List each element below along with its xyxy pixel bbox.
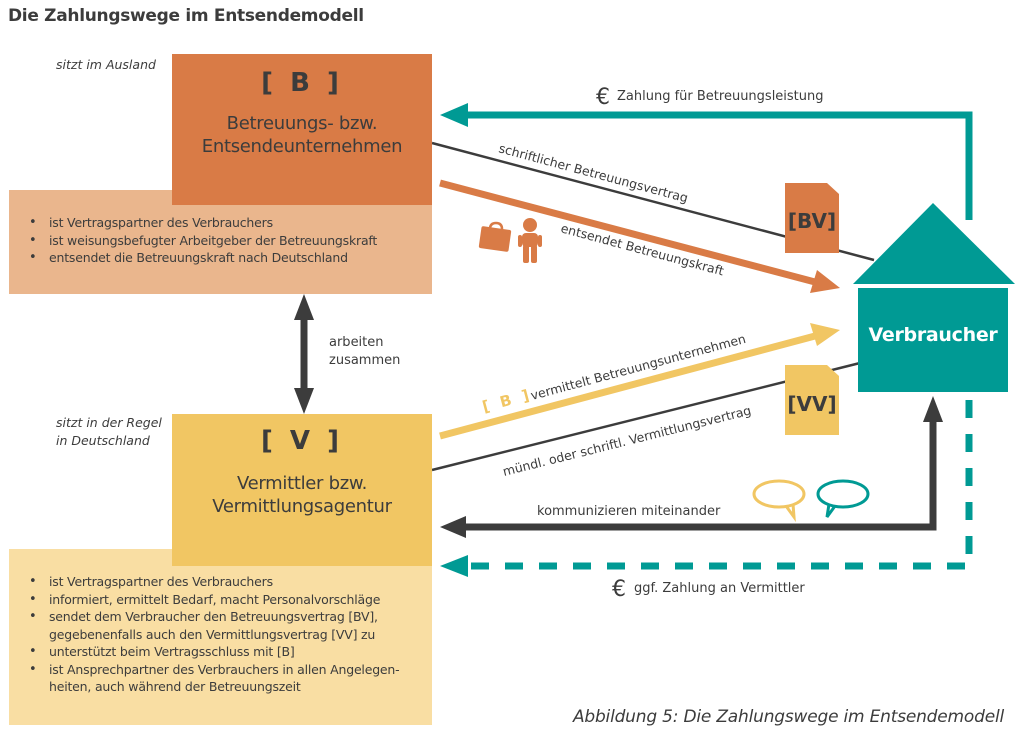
agency-bullets: ist Vertragspartner des Verbrauchers inf… xyxy=(9,573,432,696)
company-location-note: sitzt im Ausland xyxy=(56,57,156,72)
agency-bullet: ist Vertragspartner des Verbrauchers xyxy=(29,573,432,591)
agency-box: [ V ] Vermittler bzw. Vermittlungsagentu… xyxy=(172,414,432,566)
figure-caption: Abbildung 5: Die Zahlungswege im Entsend… xyxy=(572,707,1004,727)
agency-location-note: sitzt in der Regel in Deutschland xyxy=(56,414,162,450)
company-name-line2: Entsendeunternehmen xyxy=(201,136,403,157)
cooperate-label-line1: arbeiten xyxy=(329,335,384,350)
suitcase-icon xyxy=(478,221,512,252)
agency-note-line2: in Deutschland xyxy=(56,433,150,448)
company-tag: [ B ] xyxy=(261,68,343,98)
mediates-arrow xyxy=(439,323,840,440)
cooperate-double-arrow xyxy=(294,294,314,414)
payment-care-label: Zahlung für Betreuungsleistung xyxy=(617,89,824,104)
company-bullet: ist Vertragspartner des Verbrauchers xyxy=(29,214,432,232)
company-bullets: ist Vertragspartner des Verbrauchers ist… xyxy=(9,214,432,267)
communicate-label: kommunizieren miteinander xyxy=(537,504,721,519)
agency-bullet-continuation: gegebenenfalls auch den Vermittlungsvert… xyxy=(49,626,376,642)
agency-bullet: sendet dem Verbraucher den Betreuungsver… xyxy=(29,608,432,626)
agency-name-line1: Vermittler bzw. xyxy=(236,473,368,494)
agency-info-panel: ist Vertragspartner des Verbrauchers inf… xyxy=(9,549,432,725)
consumer-label: Verbraucher xyxy=(868,324,998,346)
company-bullet: ist weisungsbefugter Arbeitgeber der Bet… xyxy=(29,232,432,250)
euro-icon-2: € xyxy=(612,577,626,602)
agency-note-line1: sitzt in der Regel xyxy=(56,415,162,430)
speech-bubble-yellow-icon xyxy=(752,479,806,523)
agency-tag: [ V ] xyxy=(261,426,343,456)
bv-document-label: [BV] xyxy=(788,209,836,233)
payment-agent-label: ggf. Zahlung an Vermittler xyxy=(634,581,805,596)
mediates-label: vermittelt Betreuungsunternehmen xyxy=(529,331,747,403)
written-contract-label: schriftlicher Betreuungsvertrag xyxy=(497,140,690,205)
sends-worker-arrow xyxy=(439,179,840,293)
agency-bullet: ist Ansprechpartner des Verbrauchers in … xyxy=(29,661,432,679)
agency-bullet: informiert, ermittelt Bedarf, macht Pers… xyxy=(29,591,432,609)
vv-document-label: [VV] xyxy=(787,392,836,416)
payment-care-arrow xyxy=(440,103,973,220)
caregiver-icon xyxy=(518,218,542,263)
agency-bullet-continuation: heiten, auch während der Betreuungszeit xyxy=(49,679,301,694)
consumer-house-icon xyxy=(853,203,1015,392)
vv-document-icon xyxy=(785,365,839,435)
cooperate-label-line2: zusammen xyxy=(329,353,400,368)
company-info-panel: ist Vertragspartner des Verbrauchers ist… xyxy=(9,190,432,294)
page-title: Die Zahlungswege im Entsendemodell xyxy=(8,6,364,26)
mediation-contract-label: mündl. oder schriftl. Vermittlungsvertra… xyxy=(501,403,752,479)
agency-bullet: unterstützt beim Vertragsschluss mit [B] xyxy=(29,643,432,661)
payment-agent-arrow xyxy=(440,400,973,577)
euro-icon: € xyxy=(596,85,610,110)
company-name-line1: Betreuungs- bzw. xyxy=(226,113,378,134)
communicate-arrow xyxy=(440,396,943,538)
company-bullet: entsendet die Betreuungskraft nach Deuts… xyxy=(29,249,432,267)
speech-bubble-teal-icon xyxy=(816,479,870,518)
company-box: [ B ] Betreuungs- bzw. Entsendeunternehm… xyxy=(172,54,432,205)
bv-document-icon xyxy=(785,183,839,253)
agency-name-line2: Vermittlungsagentur xyxy=(212,496,392,517)
